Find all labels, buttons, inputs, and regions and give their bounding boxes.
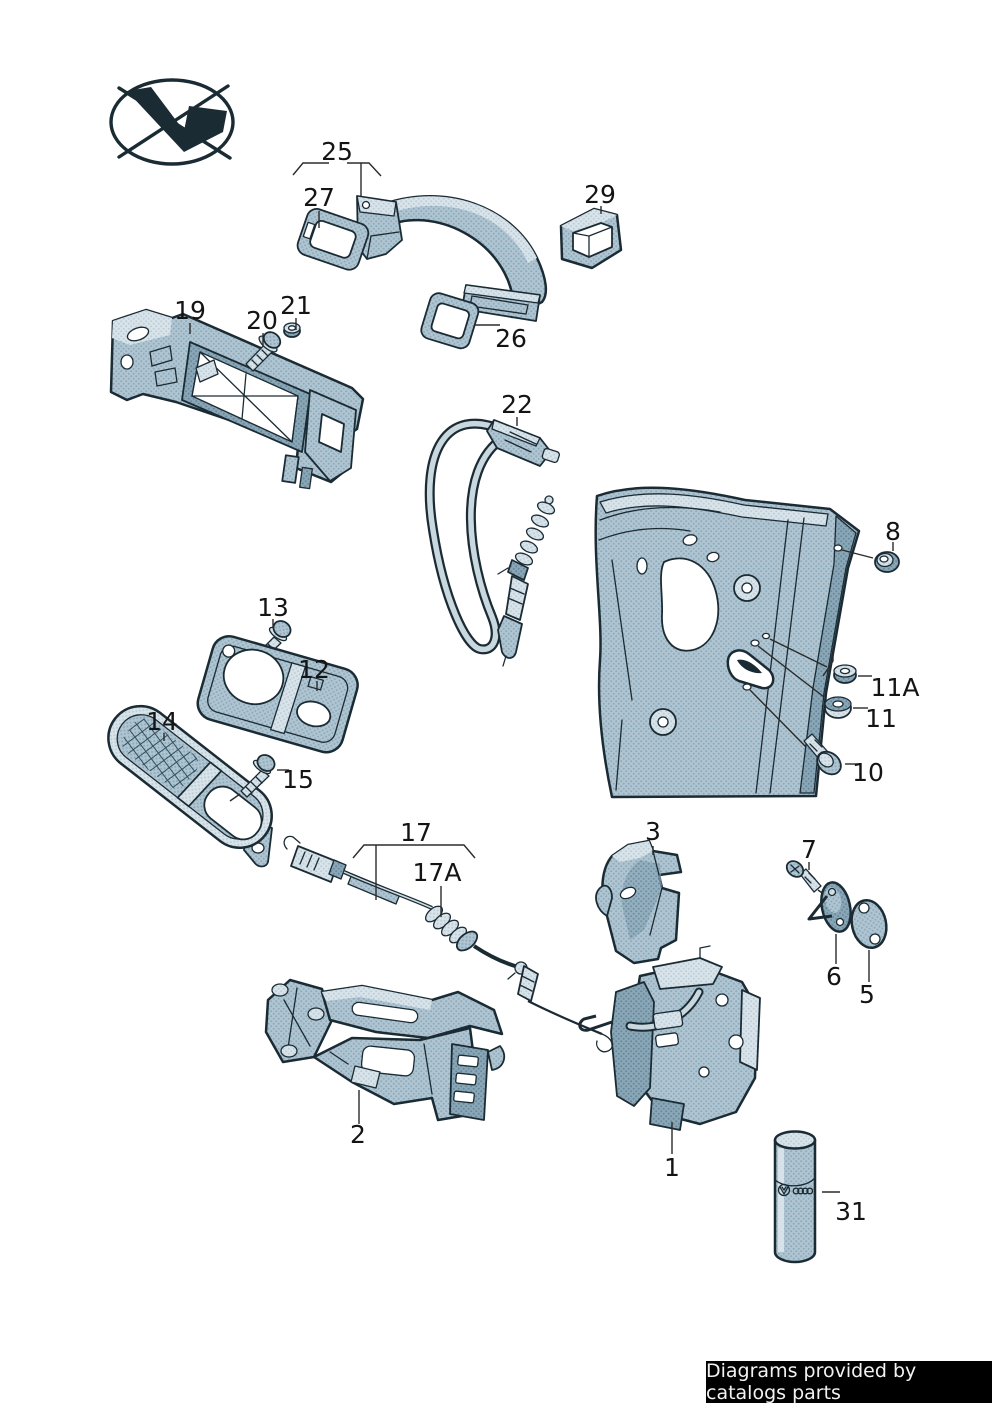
- part-label-20: 20: [246, 306, 278, 335]
- part-label-10: 10: [852, 758, 884, 787]
- part-label-7: 7: [801, 835, 817, 864]
- part-gasket-26: [420, 292, 480, 350]
- part-label-1: 1: [664, 1153, 680, 1182]
- part-housing-12: [196, 635, 359, 754]
- part-label-31: 31: [835, 1197, 867, 1226]
- part-label-26: 26: [495, 324, 527, 353]
- crossed-out-logo-icon: [109, 78, 235, 166]
- watermark-bar: Diagrams provided by catalogs parts: [706, 1360, 992, 1403]
- part-screw-15: [229, 754, 289, 802]
- part-grease-tube-31: [773, 1130, 840, 1264]
- part-end-cap-29: [559, 207, 623, 270]
- part-label-8: 8: [885, 517, 901, 546]
- callout-leader-lines: [163, 162, 602, 741]
- part-label-22: 22: [501, 390, 533, 419]
- part-screw-7: [785, 860, 861, 921]
- part-nut-21: [283, 322, 301, 338]
- audi-rings-icon: [792, 1187, 814, 1195]
- part-label-27: 27: [303, 183, 335, 212]
- part-label-13: 13: [257, 593, 289, 622]
- door-frame-section: [594, 486, 861, 799]
- watermark-text: Diagrams provided by catalogs parts: [706, 1360, 917, 1403]
- part-handle-carrier-19: [109, 308, 365, 490]
- part-label-2: 2: [350, 1120, 366, 1149]
- part-label-11: 11: [865, 704, 897, 733]
- part-gasket-27: [296, 208, 370, 271]
- part-bracket-2: [264, 978, 506, 1124]
- part-label-17A: 17A: [413, 858, 462, 887]
- part-door-lock-1: [578, 945, 761, 1154]
- part-shim-5: [850, 899, 888, 982]
- part-grommet-11: [824, 696, 868, 719]
- part-label-5: 5: [859, 980, 875, 1009]
- part-screw-10: [749, 689, 858, 776]
- part-label-21: 21: [280, 291, 312, 320]
- part-label-15: 15: [282, 765, 314, 794]
- part-striker-6: [807, 881, 852, 964]
- part-nut-11A: [757, 638, 872, 698]
- part-outer-handle-25: [356, 195, 548, 322]
- part-cable-22: [424, 418, 561, 667]
- part-label-11A: 11A: [871, 673, 920, 702]
- part-label-12: 12: [298, 655, 330, 684]
- part-cable-17: [283, 835, 613, 1053]
- part-label-14: 14: [146, 707, 178, 736]
- part-label-6: 6: [826, 962, 842, 991]
- part-label-3: 3: [645, 817, 661, 846]
- part-label-17: 17: [400, 818, 432, 847]
- vw-logo-icon: [777, 1183, 791, 1197]
- callout-labels: 25 27 29 26 19 20 21 22 8 13 12 14 15 11…: [146, 137, 919, 1226]
- part-bracket-3: [595, 839, 683, 965]
- part-label-19: 19: [174, 296, 206, 325]
- part-label-25: 25: [321, 137, 353, 166]
- part-grommet-8: [841, 542, 900, 573]
- part-inner-handle-14: [107, 704, 273, 849]
- part-label-29: 29: [584, 180, 616, 209]
